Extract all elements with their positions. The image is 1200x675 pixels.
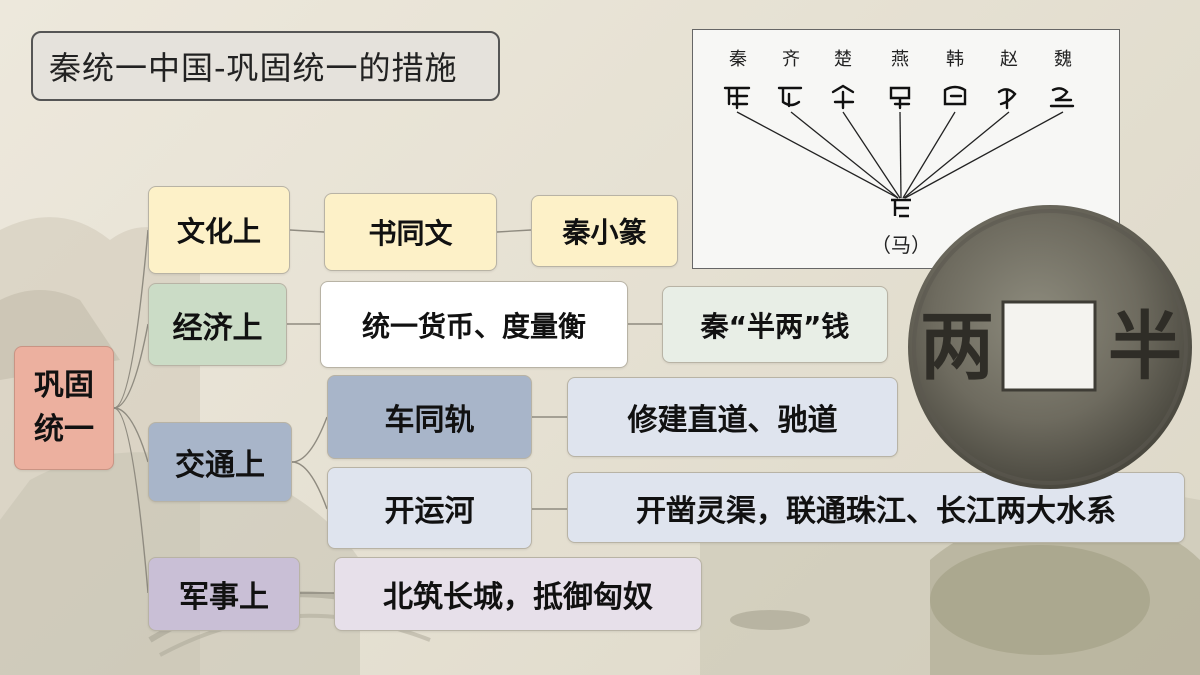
detail-roads: 修建直道、驰道 [567,377,898,457]
category-economy: 经济上 [148,283,287,366]
detail-qin-small-seal: 秦小篆 [531,195,678,267]
detail-banliang-coin: 秦“半两”钱 [662,286,888,363]
state-label-qi: 齐 [782,49,800,70]
state-label-qin: 秦 [729,49,747,70]
category-military: 军事上 [148,557,300,631]
page-title: 秦统一中国-巩固统一的措施 [31,31,500,101]
convergence-lines [736,111,1064,199]
unified-horse-glyph [891,198,911,218]
coin-right-char: 半 [1108,304,1182,390]
state-label-chu: 楚 [834,49,852,70]
category-culture: 文化上 [148,186,290,274]
category-transport: 交通上 [148,422,292,502]
unified-glyph-label: （马） [871,233,931,257]
banliang-coin-image: 两 半 [908,205,1192,489]
measure-build-canal: 开运河 [327,467,532,549]
measure-unify-currency-measures: 统一货币、度量衡 [320,281,628,368]
measure-same-axle-width: 车同轨 [327,375,532,459]
ancient-horse-glyphs [723,84,1075,110]
state-label-han: 韩 [946,49,964,70]
coin-left-char: 两 [920,304,994,390]
measure-unify-script: 书同文 [324,193,497,271]
measure-great-wall: 北筑长城，抵御匈奴 [334,557,702,631]
state-label-yan: 燕 [891,49,909,70]
state-label-wei: 魏 [1054,49,1072,70]
state-label-zhao: 赵 [1000,49,1018,70]
root-node-consolidate-unification: 巩固 统一 [14,346,114,470]
